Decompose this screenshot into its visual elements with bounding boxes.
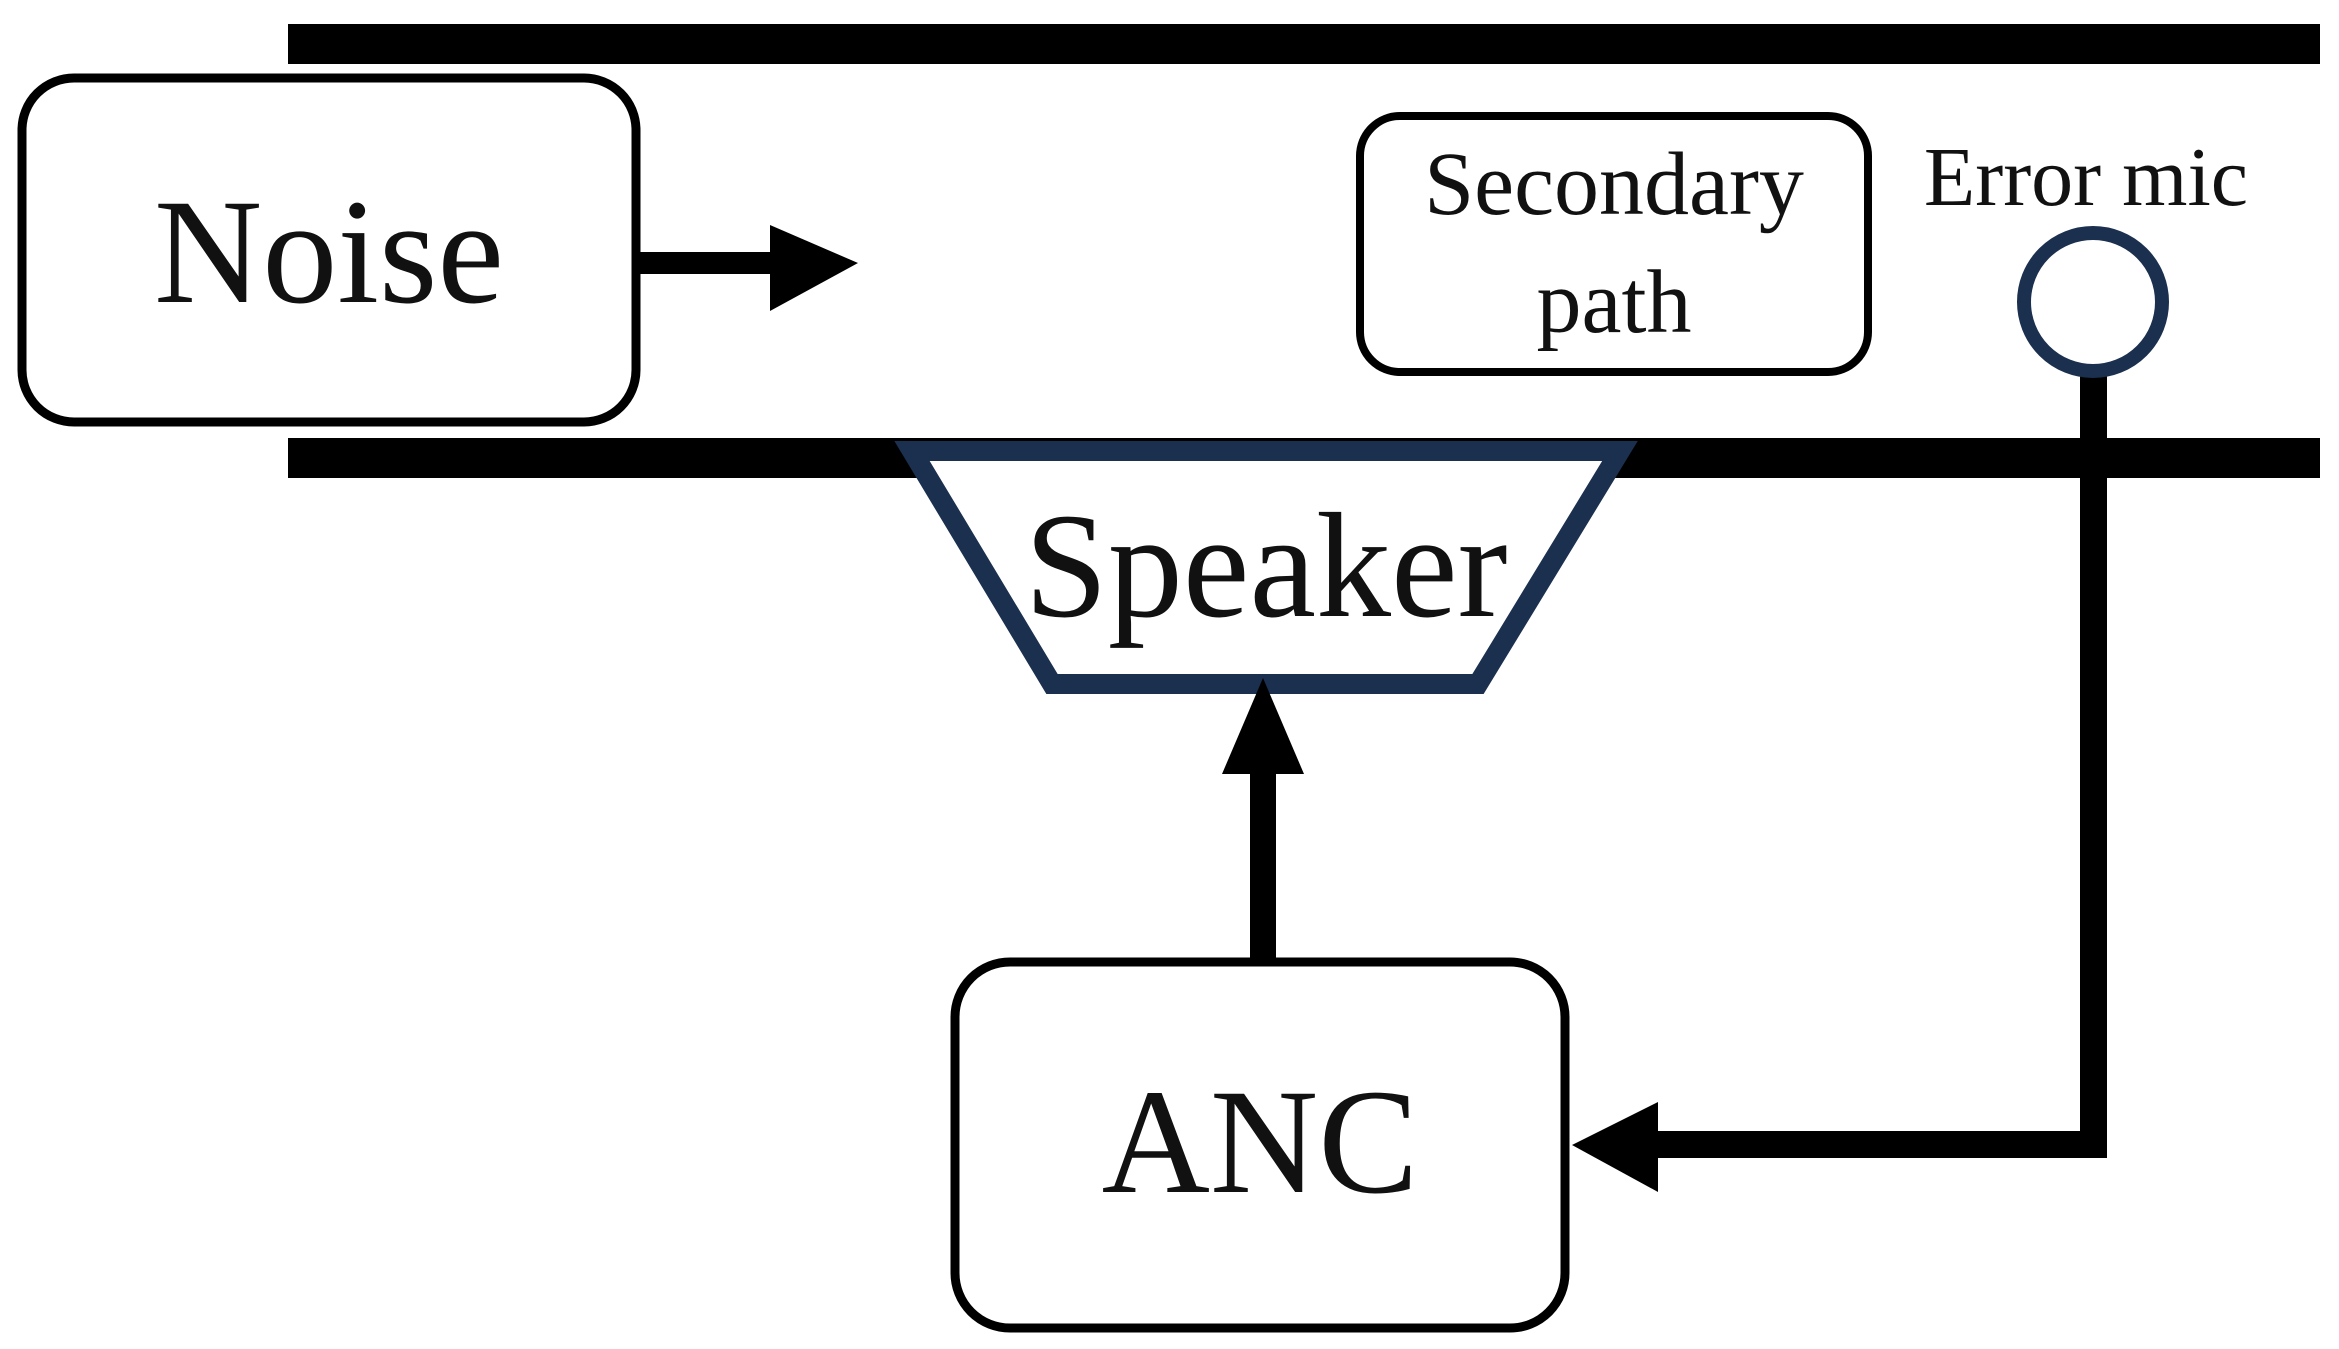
anc-label: ANC	[1102, 1059, 1419, 1225]
speaker-icon	[894, 441, 1638, 694]
secondary-path-label-line1: Secondary	[1424, 135, 1804, 234]
anc-to-speaker-arrow	[1222, 678, 1304, 960]
anc-box	[950, 957, 1570, 1333]
feedback-arrowhead	[1572, 1102, 1658, 1192]
feedback-line	[1620, 358, 2107, 1158]
noise-box	[17, 73, 641, 427]
error-mic-label: Error mic	[1924, 131, 2248, 224]
noise-arrow	[636, 225, 858, 311]
error-mic-icon	[2017, 226, 2169, 378]
secondary-path-box	[1356, 112, 1872, 376]
duct-top-wall	[288, 24, 2320, 64]
noise-label: Noise	[154, 169, 504, 335]
secondary-path-label-line2: path	[1537, 253, 1692, 352]
speaker-label: Speaker	[1024, 483, 1507, 649]
